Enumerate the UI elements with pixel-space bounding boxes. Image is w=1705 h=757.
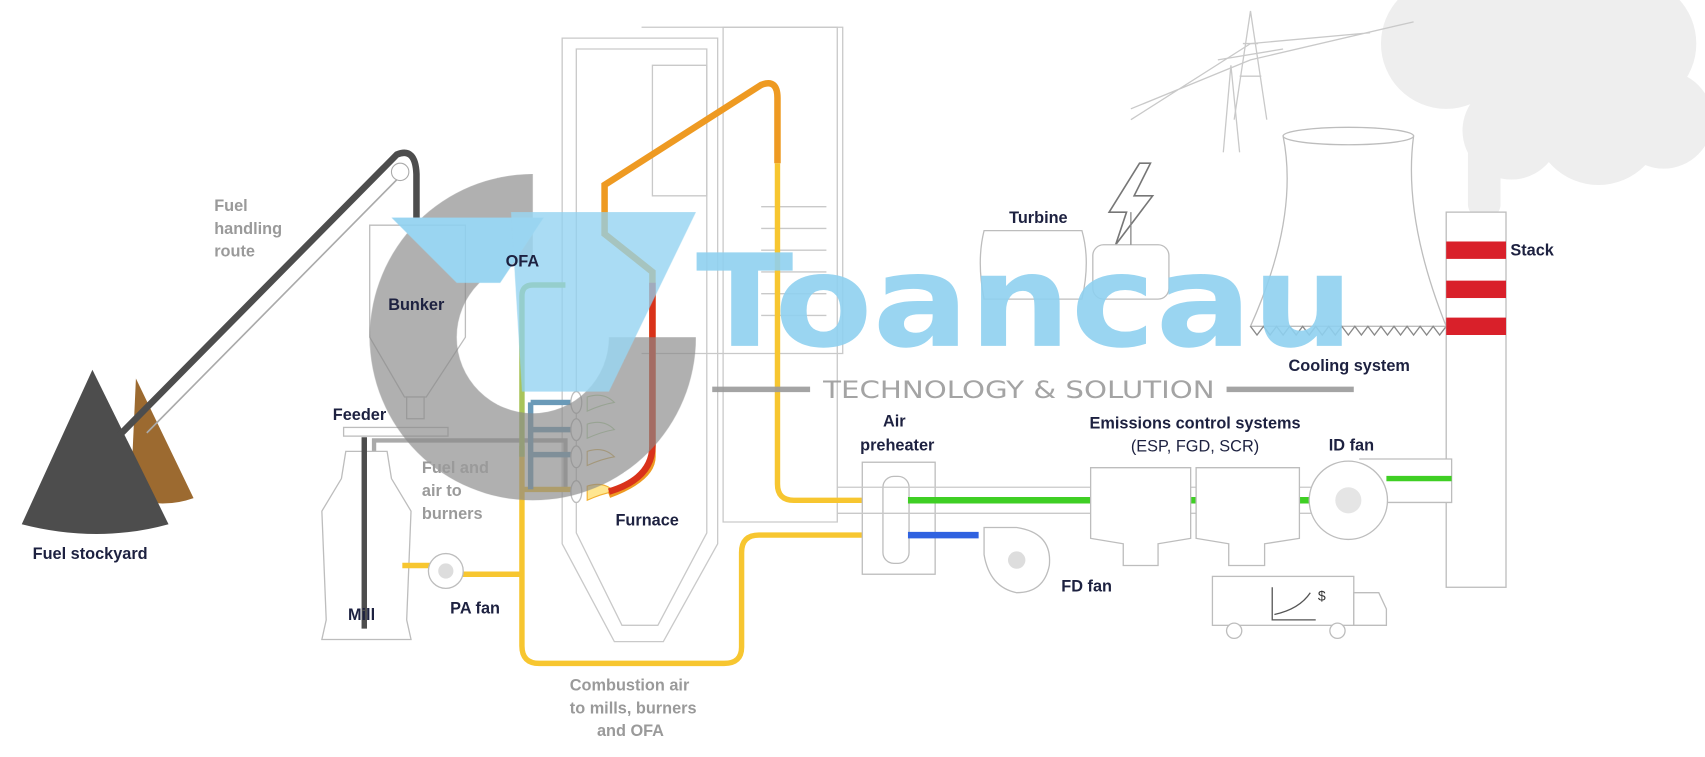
flue-gas-yellow-pipe bbox=[774, 163, 887, 504]
watermark-logo: Toancau TECHNOLOGY & SOLUTION bbox=[369, 174, 1354, 501]
combustion-air-pipe bbox=[519, 445, 892, 667]
turbine bbox=[979, 212, 1170, 300]
fd-fan bbox=[983, 526, 1051, 594]
pa-fan bbox=[427, 552, 464, 590]
cooling-tower bbox=[1249, 126, 1448, 337]
label-fuel-air-burners-3: burners bbox=[422, 505, 483, 523]
label-ofa: OFA bbox=[506, 253, 540, 271]
label-fuel-handling-route-2: handling bbox=[214, 220, 282, 238]
fuel-conveyor bbox=[117, 149, 420, 438]
label-fuel-handling-route-3: route bbox=[214, 243, 255, 261]
furnace-outline bbox=[561, 26, 844, 643]
label-fd-fan: FD fan bbox=[1061, 578, 1112, 596]
label-id-fan: ID fan bbox=[1329, 436, 1374, 454]
label-combustion-air-2: to mills, burners bbox=[570, 699, 697, 717]
truck-dollar-sign: $ bbox=[1318, 587, 1326, 603]
emissions-control-units bbox=[1089, 467, 1301, 567]
label-air-preheater-2: preheater bbox=[860, 436, 935, 454]
label-fuel-stockyard: Fuel stockyard bbox=[33, 545, 148, 563]
air-preheater bbox=[861, 461, 936, 575]
label-turbine: Turbine bbox=[1009, 209, 1068, 227]
label-stack: Stack bbox=[1510, 242, 1554, 260]
label-fuel-handling-route-1: Fuel bbox=[214, 197, 248, 215]
label-combustion-air-3: and OFA bbox=[597, 722, 664, 740]
label-air-preheater-1: Air bbox=[883, 412, 906, 430]
truck-cost-icon: $ bbox=[1211, 575, 1388, 640]
pa-fan-air-pipe bbox=[402, 486, 571, 577]
watermark-brand: Toancau bbox=[696, 228, 1354, 377]
power-pylons bbox=[1130, 10, 1414, 153]
label-fuel-air-burners-1: Fuel and bbox=[422, 459, 489, 477]
id-fan bbox=[1308, 458, 1453, 541]
label-mill: Mill bbox=[348, 606, 375, 624]
fuel-stockyard bbox=[21, 369, 194, 534]
label-emissions: Emissions control systems bbox=[1090, 415, 1301, 433]
label-fuel-air-burners-2: air to bbox=[422, 482, 462, 500]
label-feeder: Feeder bbox=[333, 406, 387, 424]
label-cooling-system: Cooling system bbox=[1289, 357, 1410, 375]
label-combustion-air-1: Combustion air bbox=[570, 677, 690, 695]
label-furnace: Furnace bbox=[615, 511, 678, 529]
label-bunker: Bunker bbox=[388, 296, 445, 314]
lightning-icon bbox=[1107, 162, 1155, 246]
label-emissions-sub: (ESP, FGD, SCR) bbox=[1131, 437, 1259, 455]
label-pa-fan: PA fan bbox=[450, 599, 500, 617]
stack bbox=[1445, 211, 1507, 588]
smoke-clouds bbox=[1380, 0, 1705, 218]
watermark-tagline: TECHNOLOGY & SOLUTION bbox=[822, 376, 1215, 404]
